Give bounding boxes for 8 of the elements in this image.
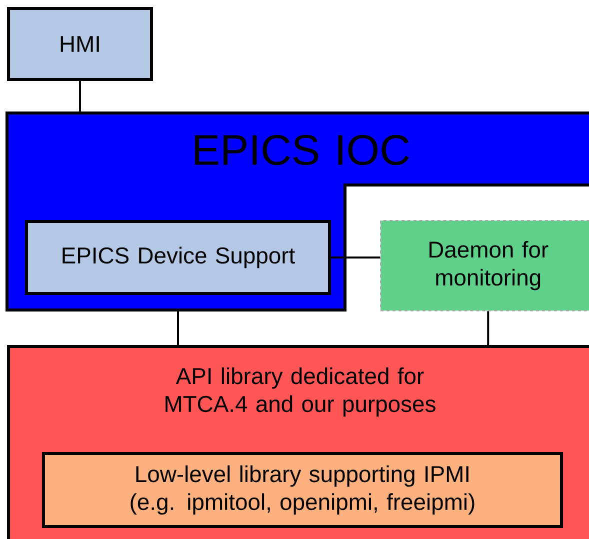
connector-line <box>79 81 81 113</box>
connector-line <box>177 310 179 345</box>
connector-line <box>487 311 490 345</box>
process-box: HMI <box>7 7 153 81</box>
process-box: Daemon for monitoring <box>380 220 589 312</box>
process-box: Low-level library supporting IPMI (e.g. ipmitool, openipmi, freeipmi) <box>42 452 563 528</box>
process-box: EPICS Device Support <box>25 220 331 295</box>
connector-line <box>331 256 380 258</box>
